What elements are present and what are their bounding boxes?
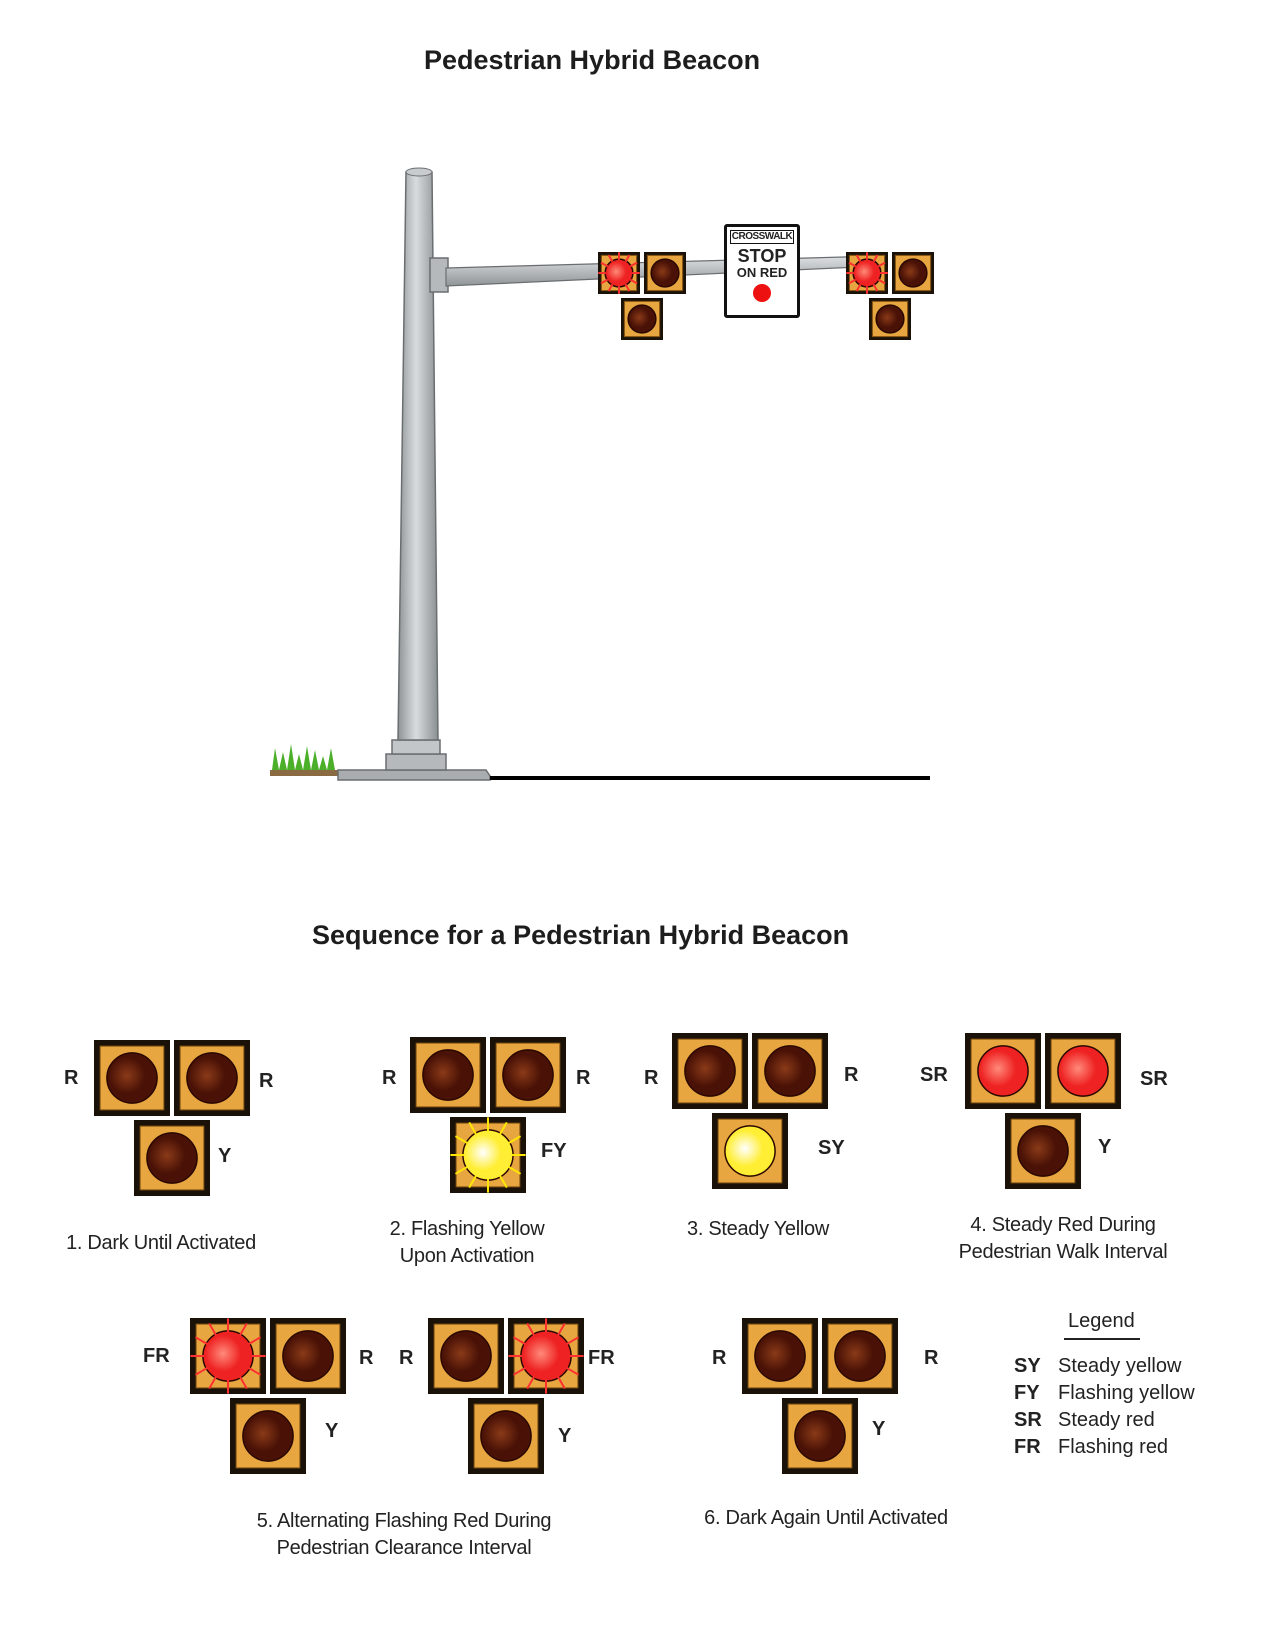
step-5b-right-label: FR <box>588 1347 615 1369</box>
step-5a-bottom-label: Y <box>325 1420 339 1442</box>
legend-underline <box>1064 1338 1140 1340</box>
step-4-caption: 4. Steady Red During Pedestrian Walk Int… <box>958 1214 1168 1263</box>
step-4-bottom-label: Y <box>1098 1136 1112 1158</box>
step-5a-right-label: R <box>359 1347 374 1369</box>
step-1-right-label: R <box>259 1070 274 1092</box>
step-5b-beacon-bottom-lens <box>468 1398 544 1474</box>
sign-top-text: CROSSWALK <box>730 230 794 244</box>
step-1-beacon-right-lens <box>174 1040 250 1116</box>
step-5-caption: 5. Alternating Flashing Red During Pedes… <box>256 1510 552 1559</box>
step-5a-beacon-bottom-lens <box>230 1398 306 1474</box>
step-3-beacon-right-lens <box>752 1033 828 1109</box>
step-5b-beacon-left-lens <box>428 1318 504 1394</box>
step-4-beacon-right-lens <box>1045 1033 1121 1109</box>
step-4-beacon-left-lens <box>965 1033 1041 1109</box>
page-title: Pedestrian Hybrid Beacon <box>424 45 761 75</box>
pole-beacon-head-right-left-lens <box>846 252 888 294</box>
crosswalk-stop-on-red-sign: CROSSWALK STOP ON RED <box>724 224 800 318</box>
step-2-beacon-bottom-lens <box>450 1117 526 1193</box>
sign-red-dot-icon <box>753 284 771 302</box>
sign-on-red-text: ON RED <box>736 265 788 280</box>
step-5a-beacon-right-lens <box>270 1318 346 1394</box>
pole-beacon-head-left-right-lens <box>644 252 686 294</box>
step-3-right-label: R <box>844 1064 859 1086</box>
pole-beacon-head-right-bottom-lens <box>869 298 911 340</box>
legend-title: Legend <box>1068 1310 1135 1332</box>
step-5b-bottom-label: Y <box>558 1425 572 1447</box>
step-2-beacon-left-lens <box>410 1037 486 1113</box>
step-5a-beacon-left-lens <box>190 1318 266 1394</box>
step-5b-left-label: R <box>399 1347 414 1369</box>
pole-beacon-head-right-right-lens <box>892 252 934 294</box>
step-6-beacon-bottom-lens <box>782 1398 858 1474</box>
grass-patch <box>270 744 338 776</box>
step-6-beacon-right-lens <box>822 1318 898 1394</box>
step-4-beacon-bottom-lens <box>1005 1113 1081 1189</box>
step-6-left-label: R <box>712 1347 727 1369</box>
step-5b-beacon-right-lens <box>508 1318 584 1394</box>
step-2-left-label: R <box>382 1067 397 1089</box>
step-3-left-label: R <box>644 1067 659 1089</box>
step-1-beacon-left-lens <box>94 1040 170 1116</box>
step-3-beacon-bottom-lens <box>712 1113 788 1189</box>
step-6-right-label: R <box>924 1347 939 1369</box>
step-1-left-label: R <box>64 1067 79 1089</box>
step-3-beacon-left-lens <box>672 1033 748 1109</box>
step-1-beacon-bottom-lens <box>134 1120 210 1196</box>
beacon-pole-illustration <box>270 167 930 781</box>
step-4-right-label: SR <box>1140 1068 1168 1090</box>
step-4-left-label: SR <box>920 1064 948 1086</box>
sign-stop-text: STOP <box>737 246 787 266</box>
step-3-bottom-label: SY <box>818 1137 845 1159</box>
step-6-beacon-left-lens <box>742 1318 818 1394</box>
step-6-bottom-label: Y <box>872 1418 886 1440</box>
step-1-bottom-label: Y <box>218 1145 232 1167</box>
step-2-right-label: R <box>576 1067 591 1089</box>
step-2-bottom-label: FY <box>541 1140 567 1162</box>
sequence-title: Sequence for a Pedestrian Hybrid Beacon <box>312 920 850 950</box>
step-3-caption: 3. Steady Yellow <box>687 1218 829 1240</box>
pole-beacon-head-left-bottom-lens <box>621 298 663 340</box>
step-2-caption: 2. Flashing Yellow Upon Activation <box>389 1218 545 1267</box>
step-1-caption: 1. Dark Until Activated <box>66 1232 256 1254</box>
step-5a-left-label: FR <box>143 1345 170 1367</box>
pole-beacon-head-left-left-lens <box>598 252 640 294</box>
step-2-beacon-right-lens <box>490 1037 566 1113</box>
step-6-caption: 6. Dark Again Until Activated <box>704 1507 948 1529</box>
